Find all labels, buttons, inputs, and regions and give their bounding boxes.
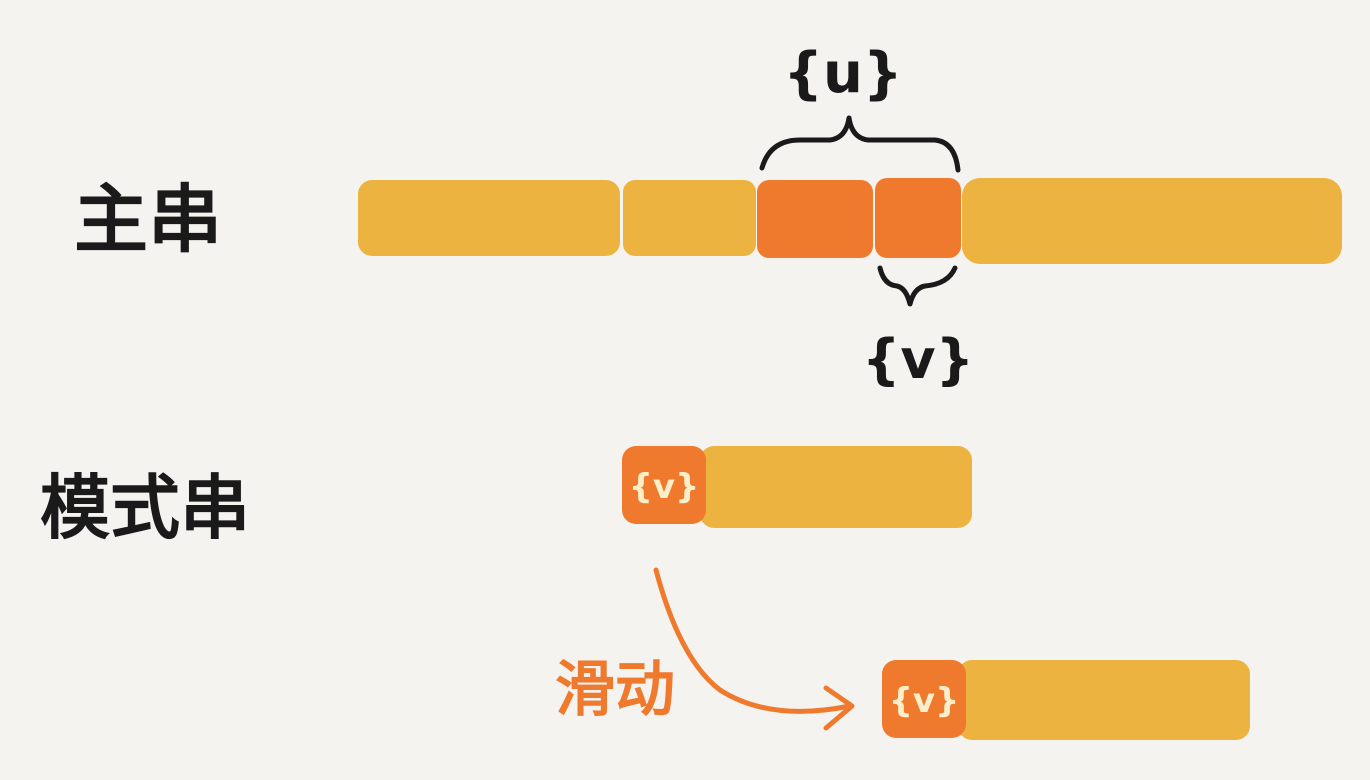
pattern-string-shifted: {v} xyxy=(882,660,1250,740)
main-string-label: 主串 xyxy=(74,177,222,263)
pattern-prefix-v-block-shifted xyxy=(882,660,966,738)
slide-label: 滑动 xyxy=(555,655,675,725)
pattern-body-shifted xyxy=(958,660,1250,740)
main-segment-3 xyxy=(962,178,1342,264)
pattern-string-label: 模式串 xyxy=(40,467,250,549)
brace-bottom xyxy=(877,265,958,307)
suffix-v-label: {v} xyxy=(862,328,974,391)
good-suffix-u-label: {u} xyxy=(783,41,903,106)
pattern-body xyxy=(700,446,972,528)
pattern-prefix-v-label: {v} xyxy=(629,467,700,507)
main-segment-1 xyxy=(358,180,620,256)
main-segment-u-1 xyxy=(757,180,873,258)
slide-arrow-head xyxy=(823,685,855,731)
brace-top xyxy=(759,115,961,173)
slide-arrow xyxy=(653,567,853,714)
pattern-prefix-v-block xyxy=(622,446,706,524)
main-segment-u-2-v xyxy=(875,178,961,258)
main-string xyxy=(358,178,1342,264)
pattern-string: {v} xyxy=(622,446,972,528)
pattern-prefix-v-label-shifted: {v} xyxy=(889,681,960,721)
main-segment-2 xyxy=(623,180,756,256)
